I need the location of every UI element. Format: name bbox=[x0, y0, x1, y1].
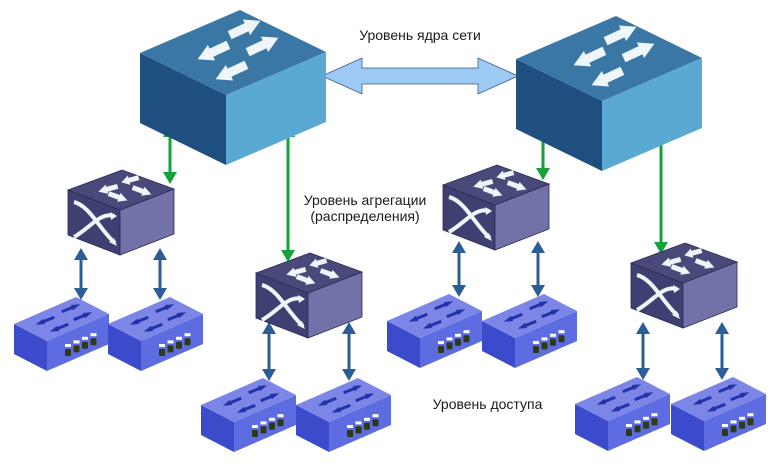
aggregation-switch[interactable] bbox=[629, 242, 739, 329]
access-switch[interactable] bbox=[14, 297, 109, 371]
access-layer-label: Уровень доступа bbox=[432, 396, 543, 412]
switch-arrows-icon bbox=[473, 170, 527, 197]
core-layer-label: Уровень ядра сети bbox=[359, 27, 481, 43]
switch-arrows-icon bbox=[596, 384, 654, 412]
ethernet-ports-icon bbox=[159, 333, 191, 356]
crossbar-icon bbox=[447, 195, 492, 241]
ethernet-ports-icon bbox=[65, 333, 97, 356]
access-switch[interactable] bbox=[575, 377, 670, 451]
access-link-agg2-acc4 bbox=[342, 322, 356, 381]
access-switch[interactable] bbox=[387, 294, 482, 368]
switch-arrows-icon bbox=[573, 25, 655, 87]
aggregation-switch[interactable] bbox=[254, 252, 364, 339]
core-switch[interactable] bbox=[140, 10, 326, 165]
ethernet-ports-icon bbox=[347, 414, 379, 437]
access-switch[interactable] bbox=[108, 297, 203, 371]
core-switch[interactable] bbox=[516, 16, 702, 171]
aggregation-switch[interactable] bbox=[441, 164, 551, 251]
aggregation-layer-label-line1: Уровень агрегации bbox=[303, 192, 427, 208]
access-link-agg1-acc1 bbox=[74, 248, 88, 300]
switch-arrows-icon bbox=[197, 19, 279, 81]
aggregation-layer-label: Уровень агрегации (распределения) bbox=[290, 192, 440, 224]
switch-arrows-icon bbox=[35, 304, 93, 332]
aggregation-switch[interactable] bbox=[66, 169, 176, 256]
access-link-agg3-acc6 bbox=[531, 241, 545, 297]
access-link-agg1-acc2 bbox=[153, 248, 167, 300]
switch-arrows-icon bbox=[408, 301, 466, 329]
crossbar-icon bbox=[635, 273, 680, 319]
ethernet-ports-icon bbox=[722, 413, 754, 436]
access-switch[interactable] bbox=[296, 378, 391, 452]
switch-arrows-icon bbox=[661, 248, 715, 275]
crossbar-icon bbox=[260, 283, 305, 329]
access-link-agg4-acc8 bbox=[715, 322, 729, 380]
switch-arrows-icon bbox=[692, 384, 750, 412]
access-link-agg3-acc5 bbox=[452, 241, 466, 297]
ethernet-ports-icon bbox=[438, 330, 470, 353]
switch-arrows-icon bbox=[222, 385, 280, 413]
switch-arrows-icon bbox=[98, 175, 152, 202]
switch-arrows-icon bbox=[503, 301, 561, 329]
switch-arrows-icon bbox=[286, 258, 340, 285]
access-switch[interactable] bbox=[482, 294, 577, 368]
ethernet-ports-icon bbox=[252, 414, 284, 437]
access-switch[interactable] bbox=[671, 377, 766, 451]
aggregation-layer-label-line2: (распределения) bbox=[310, 208, 420, 224]
core-interconnect-link bbox=[321, 57, 519, 95]
switch-arrows-icon bbox=[317, 385, 375, 413]
ethernet-ports-icon bbox=[626, 413, 658, 436]
access-link-agg4-acc7 bbox=[636, 322, 650, 380]
access-link-agg2-acc3 bbox=[262, 322, 276, 381]
crossbar-icon bbox=[72, 200, 117, 246]
ethernet-ports-icon bbox=[533, 330, 565, 353]
access-switch[interactable] bbox=[201, 378, 296, 452]
switch-arrows-icon bbox=[129, 304, 187, 332]
